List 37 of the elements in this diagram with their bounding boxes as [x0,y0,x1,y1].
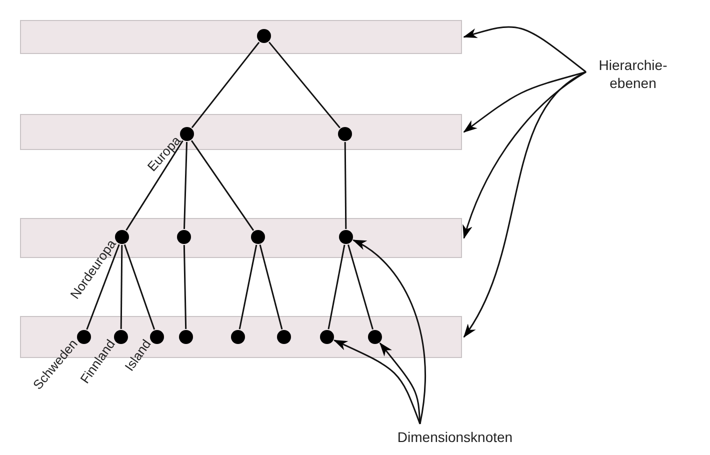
tree-line [191,42,260,128]
tree-line [126,140,184,231]
node-dot [368,330,382,344]
node-dot [179,330,193,344]
arrow [463,26,586,73]
node-dot [339,230,353,244]
arrow [463,71,586,239]
node-dot [338,127,352,141]
tree-line [348,244,374,330]
tree-line [344,142,347,229]
tree-line [183,142,188,230]
tree-line [328,244,346,330]
tree-line [86,244,120,330]
tree-line [124,244,156,330]
callout-label: Dimensionsknoten [380,428,530,446]
node-dot [251,230,265,244]
callout-label: Hierarchie-ebenen [588,56,678,92]
arrow [333,340,421,424]
arrow [463,71,586,133]
tree-line [238,244,258,330]
node-dot [277,330,291,344]
node-dot [257,29,271,43]
node-dot [320,330,334,344]
tree-line [190,140,254,231]
arrow [463,71,586,338]
tree-line [120,245,123,329]
node-dot [150,330,164,344]
node-dot [177,230,191,244]
tree-line [259,244,283,330]
node-dot [180,127,194,141]
arrow [352,239,426,424]
node-dot [231,330,245,344]
arrow [379,342,421,424]
node-dot [115,230,129,244]
tree-line [268,42,340,128]
hierarchy-level-band [20,20,462,54]
tree-line [183,244,187,330]
